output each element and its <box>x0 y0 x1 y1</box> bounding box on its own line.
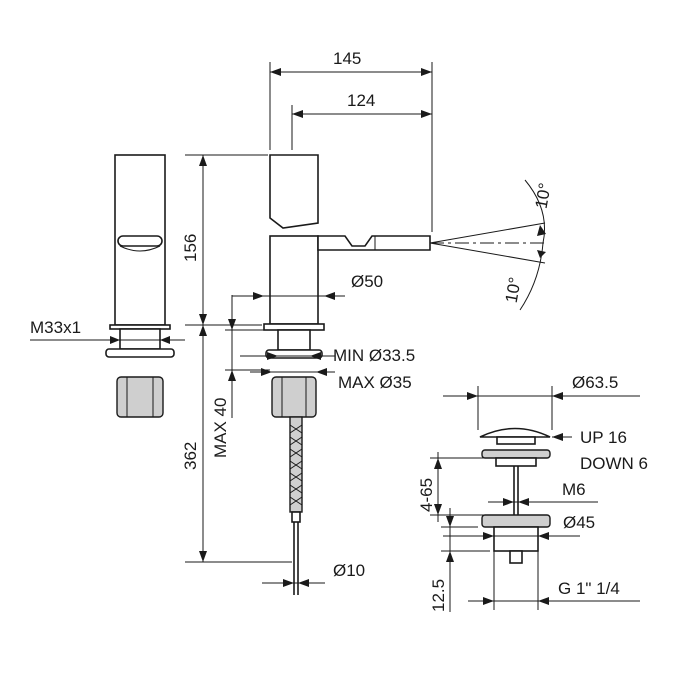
dim-145: 145 <box>333 49 361 68</box>
side-view <box>105 154 175 418</box>
hose-ferrule <box>291 511 301 523</box>
height-dimension: 12.5 <box>429 508 490 612</box>
rod-label: M6 <box>562 480 586 499</box>
side-view-outlet <box>119 245 161 252</box>
max-thickness-label: MAX 40 <box>211 398 230 458</box>
dim-362: 362 <box>181 442 200 470</box>
dim-d50: Ø50 <box>351 272 383 291</box>
height-label: 12.5 <box>429 579 448 612</box>
waste-tail <box>509 550 523 564</box>
waste-cap-stem <box>496 436 536 445</box>
range-label: 4-65 <box>417 478 436 512</box>
stroke-dimensions: UP 16 DOWN 6 <box>552 428 648 473</box>
side-view-lever-slot <box>117 235 163 247</box>
mixer-front-view <box>263 154 431 595</box>
waste-collar <box>495 457 537 467</box>
dim-d10: Ø10 <box>333 561 365 580</box>
mixer-handle <box>269 154 319 229</box>
min-hole-label: MIN Ø33.5 <box>333 346 415 365</box>
angle-up-label: 10° <box>532 181 555 210</box>
mixer-nut <box>271 376 317 418</box>
cap-diameter-dimension: Ø63.5 <box>443 373 640 430</box>
thread-dimension: M33x1 <box>30 318 185 344</box>
body-diameter-dimension: Ø45 <box>443 513 595 540</box>
cap-diameter-label: Ø63.5 <box>572 373 618 392</box>
dim-156: 156 <box>181 234 200 262</box>
body-diameter-label: Ø45 <box>563 513 595 532</box>
side-view-shank <box>119 328 161 350</box>
waste-thread-label: G 1" 1/4 <box>558 579 620 598</box>
waste-body <box>493 526 539 552</box>
waste-thread-dimension: G 1" 1/4 <box>468 551 640 610</box>
base-diameter-dimension: Ø50 <box>232 272 383 300</box>
waste-nut <box>481 514 551 528</box>
mixer-body <box>269 235 319 325</box>
side-view-washer <box>105 348 175 358</box>
spray-angle: 10° 10° <box>429 179 555 311</box>
reach-dimensions: 145 124 <box>269 49 433 232</box>
mixer-shank <box>277 329 311 351</box>
waste-cap <box>479 427 551 438</box>
waste-flange <box>481 449 551 459</box>
mixer-spout <box>317 235 431 251</box>
dim-124: 124 <box>347 91 375 110</box>
max-hole-label: MAX Ø35 <box>338 373 412 392</box>
up-label: UP 16 <box>580 428 627 447</box>
mixer-base <box>263 323 325 331</box>
down-label: DOWN 6 <box>580 454 648 473</box>
waste-drawing <box>479 427 551 564</box>
range-dimension: 4-65 <box>417 452 490 522</box>
max-thickness-dimension: MAX 40 <box>211 295 270 458</box>
height-dimensions: 156 362 <box>181 154 292 563</box>
hole-dimensions: MIN Ø33.5 MAX Ø35 <box>240 346 415 392</box>
thread-label: M33x1 <box>30 318 81 337</box>
rod-dimension: M6 <box>488 480 598 506</box>
angle-down-label: 10° <box>502 276 525 305</box>
hose-diameter-dimension: Ø10 <box>262 561 365 587</box>
side-view-nut <box>116 376 164 418</box>
